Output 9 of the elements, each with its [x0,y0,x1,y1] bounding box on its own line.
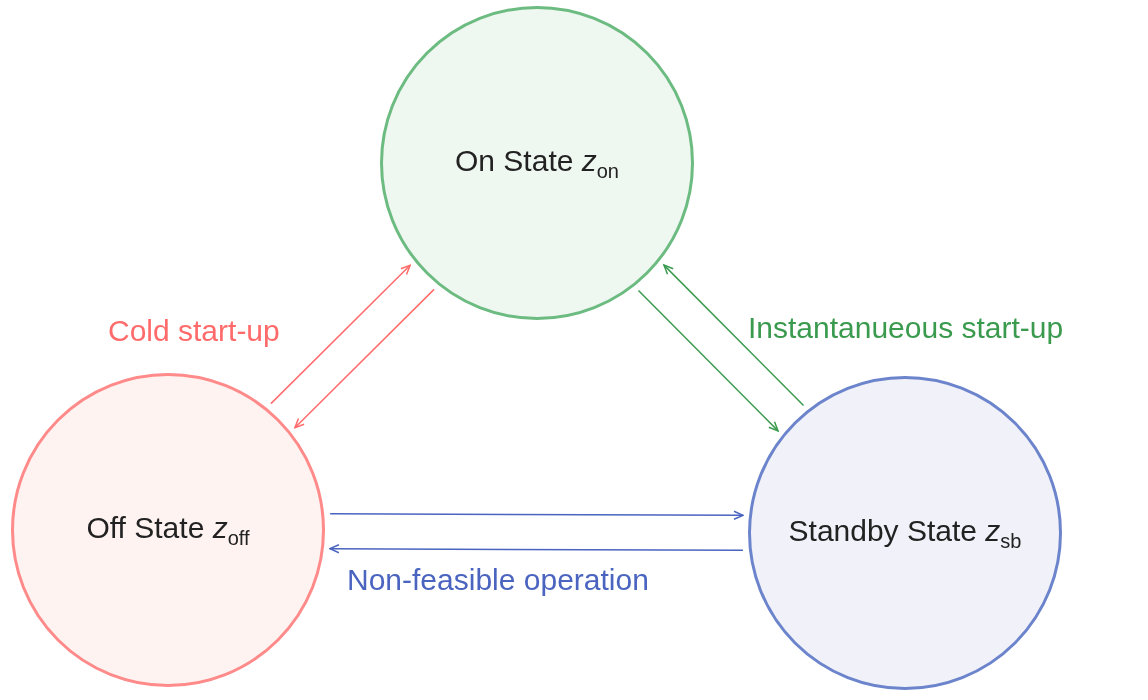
arrow [329,543,744,554]
state-label: On State z$_{on}$ [455,143,619,183]
state-label: Standby State z$_{sb}$ [788,513,1022,553]
arrow [637,289,779,432]
state-label: Off State z$_{off}$ [86,510,250,550]
arrow [663,264,805,407]
arrow [294,288,435,429]
arrow [329,510,744,521]
arrow [270,264,411,405]
